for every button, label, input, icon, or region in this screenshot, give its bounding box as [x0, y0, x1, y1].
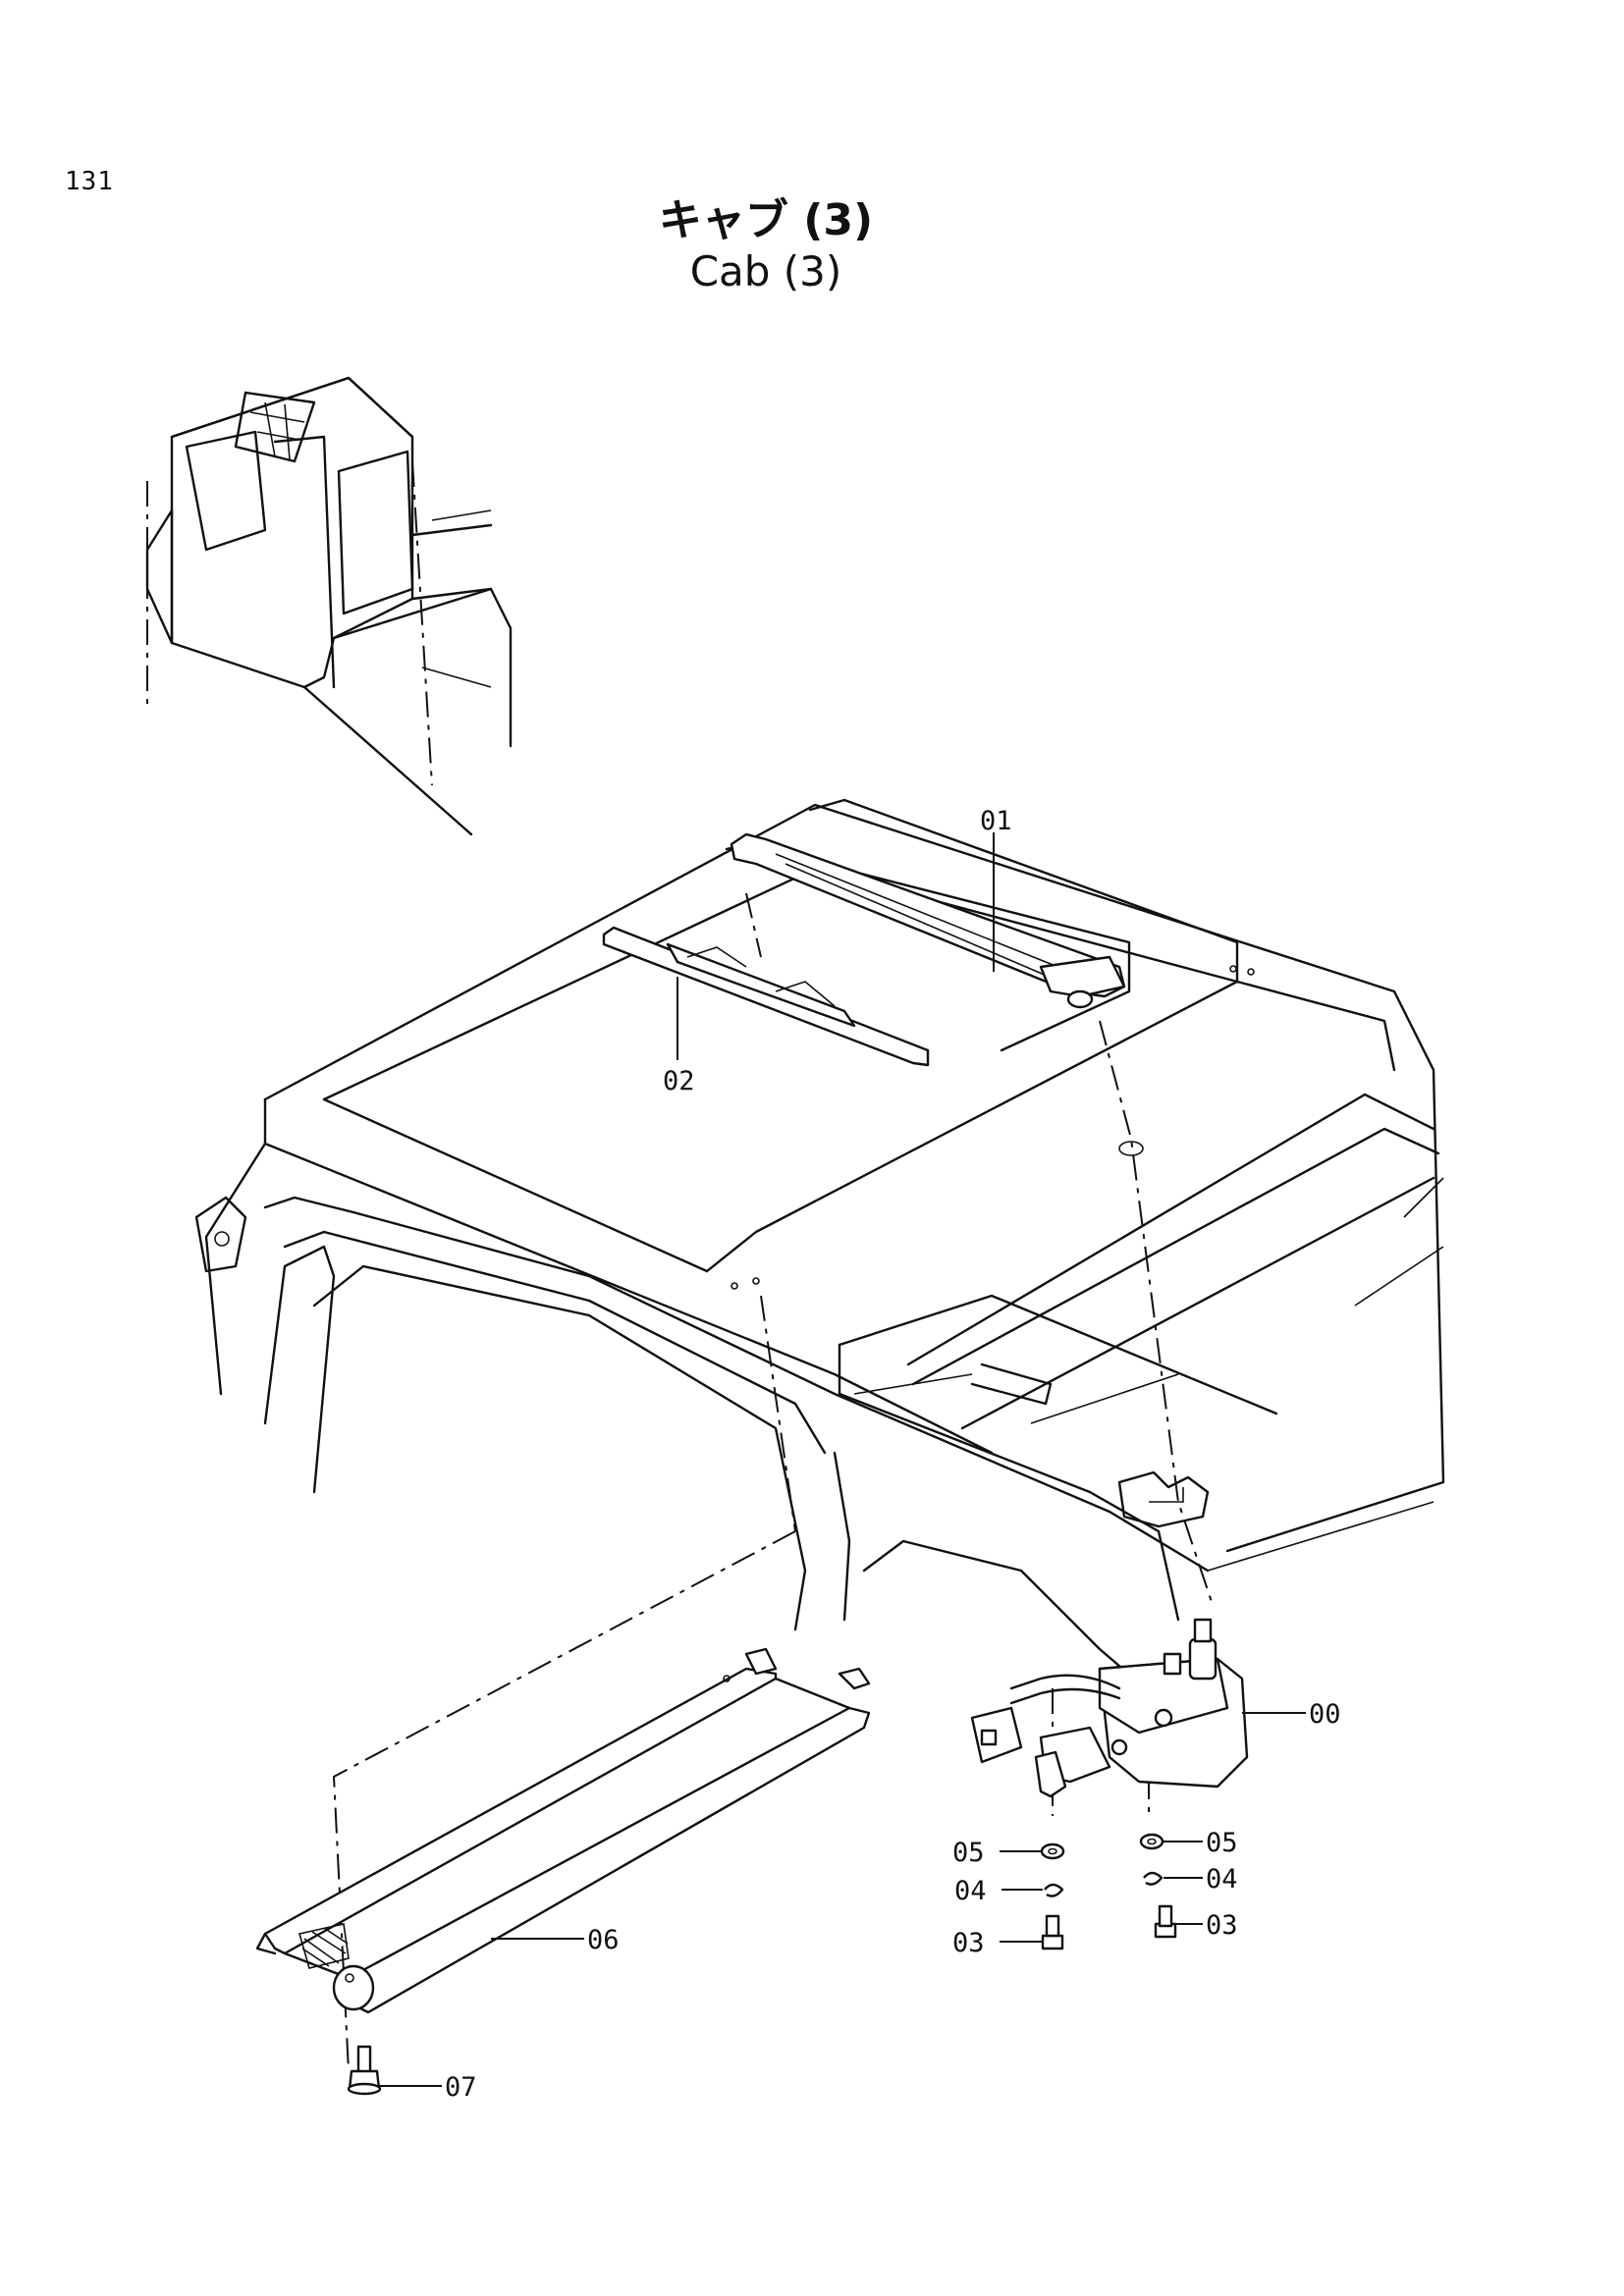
part-07-bolt	[347, 2045, 382, 2096]
fasteners-right	[1139, 1833, 1177, 1939]
callout-05-left: 05	[952, 1838, 985, 1868]
page-title-japanese: キャブ (3)	[658, 195, 874, 245]
callout-00: 00	[1309, 1699, 1341, 1730]
cab-roof-structure	[194, 798, 1445, 1710]
page-title-english: Cab (3)	[689, 247, 842, 295]
callout-05-right: 05	[1206, 1828, 1238, 1858]
callout-02: 02	[663, 1066, 695, 1096]
callout-01: 01	[980, 806, 1012, 836]
cab-overview-inset	[145, 376, 513, 836]
callout-04-right: 04	[1206, 1864, 1238, 1895]
part-01-wiper-arm	[730, 832, 1126, 1009]
callout-03-right: 03	[1206, 1910, 1238, 1941]
fasteners-left	[1040, 1842, 1065, 1950]
callout-07: 07	[445, 2072, 477, 2103]
callout-labels: 01 02 00 05 05 04 04 03 03 06 07	[445, 806, 1341, 2103]
page-number: 131	[65, 167, 114, 196]
part-02-wiper-blade	[602, 926, 930, 1067]
callout-06: 06	[587, 1925, 620, 1955]
part-00-wiper-motor	[970, 1618, 1249, 1798]
callout-04-left: 04	[954, 1876, 987, 1906]
assembly-lines	[332, 892, 1214, 2072]
leader-lines	[379, 832, 1306, 2087]
callout-03-left: 03	[952, 1928, 985, 1958]
part-06-sun-visor	[255, 1647, 871, 2014]
